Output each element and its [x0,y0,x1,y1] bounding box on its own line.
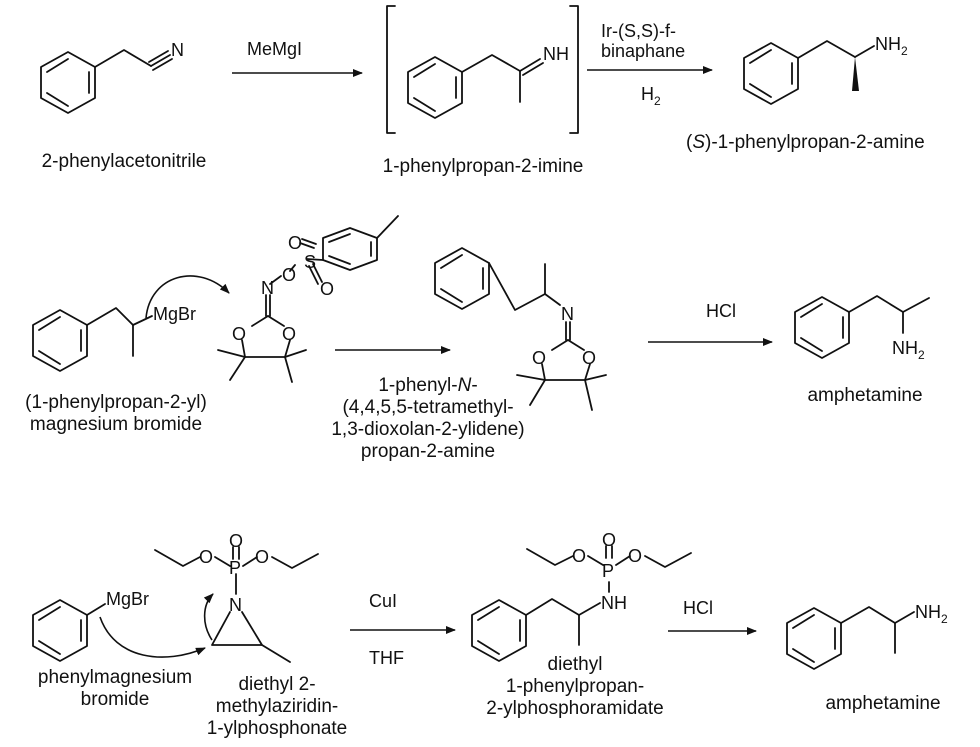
curved-arrow [203,593,214,641]
label-intermediate-line3: 1,3-dioxolan-2-ylidene) [331,419,524,440]
atom-nh-imine: NH [543,44,569,64]
label-grignard-line1: (1-phenylpropan-2-yl) [25,392,207,413]
atom-o-ring-left: O [532,348,546,368]
label-s-1-phenylpropan-2-amine: (S)-1-phenylpropan-2-amine [686,132,925,153]
label-aziridine-line1: diethyl 2- [238,674,315,695]
atom-o-ether-left: O [199,547,213,567]
bracket-right [569,5,579,134]
atom-mgbr: MgBr [106,589,149,609]
reagent-cui: CuI [369,591,397,611]
curved-arrow [99,616,206,658]
label-phenylmagnesium-bromide-line2: bromide [81,689,150,710]
label-amphetamine: amphetamine [807,385,922,406]
atom-n-nitrile: N [171,40,184,60]
atom-n-ylidene: N [561,304,574,324]
label-aziridine-line2: methylaziridin- [216,696,338,717]
label-intermediate-line2: (4,4,5,5-tetramethyl- [342,397,513,418]
structure-diethyl-phenylpropanylphosphoramidate: O O O P NH [471,530,692,662]
atom-o-sulfonyl-top: O [288,233,302,253]
atom-o-ether-right: O [628,546,642,566]
structure-2-phenylacetonitrile: N [40,40,184,114]
atom-o-phosphoryl: O [602,530,616,550]
reagent-ir-catalyst-line2: binaphane [601,41,685,61]
atom-o-linker: O [282,265,296,285]
reagent-hcl: HCl [706,301,736,321]
label-phosphoramidate-line2: 1-phenylpropan- [506,676,644,697]
atom-p: P [602,561,614,581]
label-intermediate-line1: 1-phenyl-N- [378,375,477,396]
structure-phenylmagnesium-bromide: MgBr [32,589,149,662]
bracket-left [386,5,396,134]
atom-o-ring-left: O [232,324,246,344]
reagent-hcl: HCl [683,598,713,618]
label-1-phenylpropan-2-imine: 1-phenylpropan-2-imine [383,156,584,177]
reagent-ir-catalyst-line1: Ir-(S,S)-f- [601,21,676,41]
label-intermediate-line4: propan-2-amine [361,441,495,462]
atom-nh2: NH2 [875,34,908,58]
structure-grignard-1-phenylpropan-2-yl: MgBr [32,304,196,372]
atom-o-ether-right: O [255,547,269,567]
atom-o-ether-left: O [572,546,586,566]
wedge-bond [852,57,859,91]
atom-nh2: NH2 [892,338,925,362]
label-grignard-line2: magnesium bromide [30,414,202,435]
atom-nh: NH [601,593,627,613]
atom-n-oxime: N [261,278,274,298]
reagent-hydrogen: H2 [641,84,661,108]
atom-nh2: NH2 [915,602,948,626]
structure-s-1-phenylpropan-2-amine: NH2 [743,34,908,105]
atom-n-aziridine: N [229,595,242,615]
label-phenylmagnesium-bromide-line1: phenylmagnesium [38,667,192,688]
structure-diethyl-methylaziridinylphosphonate: O O O P N [154,531,319,663]
structure-phenyl-dioxolanylidene-propanamine: N O O [434,247,607,411]
reagent-memgi: MeMgI [247,39,302,59]
atom-p: P [229,558,241,578]
curved-arrow [145,275,230,319]
label-amphetamine: amphetamine [825,693,940,714]
label-2-phenylacetonitrile: 2-phenylacetonitrile [42,151,207,172]
reagent-thf: THF [369,648,404,668]
atom-mgbr: MgBr [153,304,196,324]
atom-o-phosphoryl: O [229,531,243,551]
label-phosphoramidate-line1: diethyl [548,654,603,675]
atom-o-sulfonyl-bottom: O [320,279,334,299]
label-aziridine-line3: 1-ylphosphonate [207,718,348,739]
atom-o-ring-right: O [282,324,296,344]
atom-o-ring-right: O [582,348,596,368]
structure-amphetamine: NH2 [786,602,948,670]
atom-s: S [304,252,316,272]
structure-dioxolane-oxime-tosylate: O S O O N O O [217,215,399,383]
structure-1-phenylpropan-2-imine: NH [407,44,569,119]
label-phosphoramidate-line3: 2-ylphosphoramidate [486,698,663,719]
structure-amphetamine: NH2 [794,295,930,362]
